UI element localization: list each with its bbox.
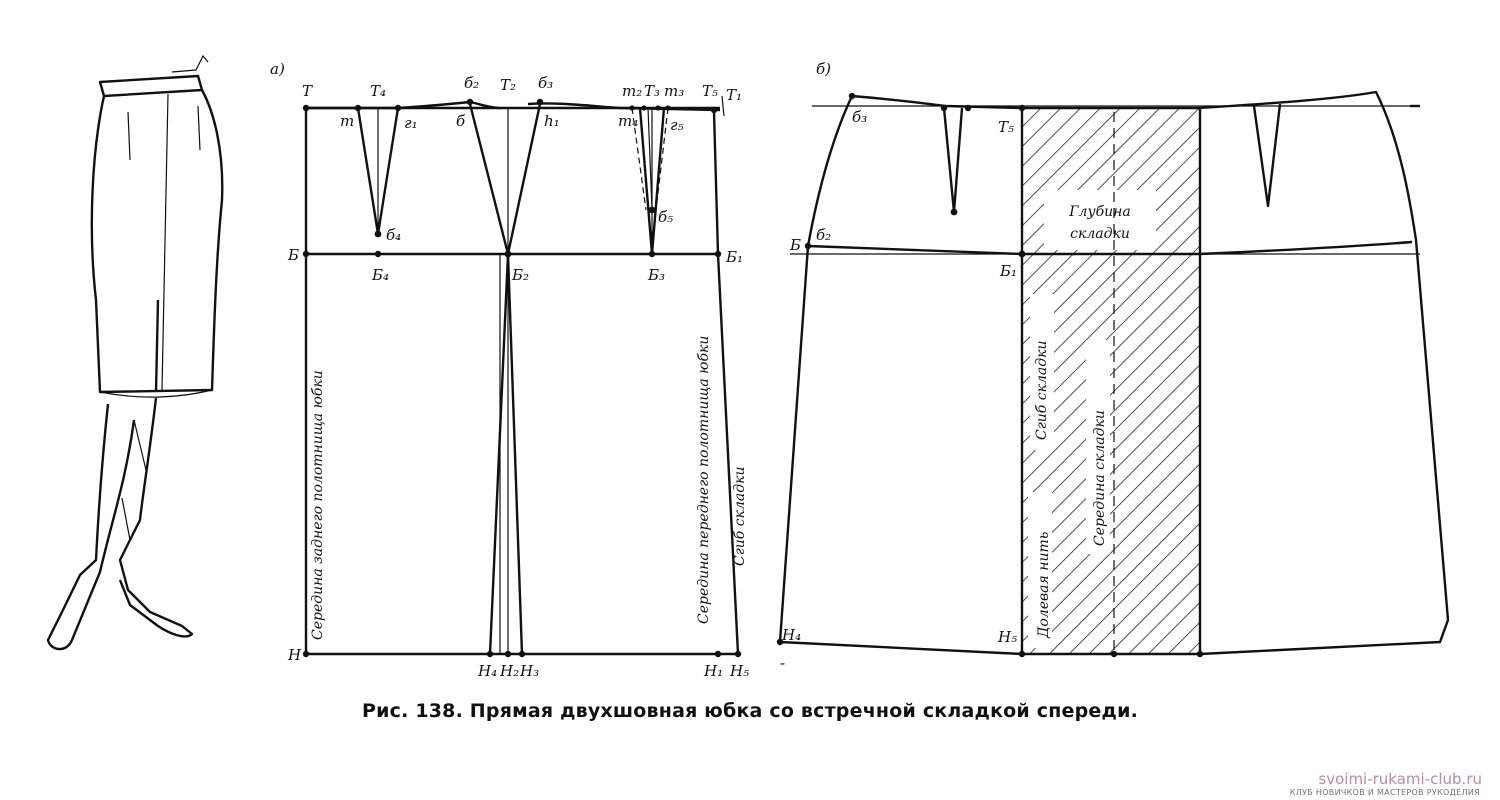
point-label: Н₅ — [729, 662, 749, 680]
svg-text:-: - — [780, 654, 785, 672]
point-label: т₃ — [664, 82, 684, 100]
pleat-depth-box — [1044, 190, 1156, 250]
point-label: h₁ — [544, 112, 560, 130]
fold-text-b: Сгиб складки — [1034, 340, 1050, 440]
front-middle-text: Середина переднего полотнища юбки — [696, 336, 712, 624]
point-label: Т₅ — [702, 82, 718, 100]
point-label: Т₁ — [726, 86, 742, 104]
point-label: т₂ — [622, 82, 642, 100]
panel-b-label: б) — [816, 60, 831, 78]
panel-a: а) — [270, 60, 749, 680]
back-middle-text: Середина заднего полотнища юбки — [310, 370, 326, 640]
watermark-site: svoimi-rukami-club.ru — [1318, 770, 1482, 788]
point-label: Б₁ — [999, 262, 1017, 280]
point-label: г₁ — [404, 114, 418, 132]
point-label: б₂ — [464, 74, 479, 92]
point-label: б₄ — [386, 226, 401, 244]
fold-text-a: Сгиб складки — [732, 466, 748, 566]
point-label: Н₄ — [477, 662, 497, 680]
point-label: Б₁ — [725, 248, 743, 266]
watermark-subtitle: КЛУБ НОВИЧКОВ И МАСТЕРОВ РУКОДЕЛИЯ — [1289, 788, 1480, 797]
grain-text: Долевая нить — [1036, 532, 1052, 639]
point-label: Б — [789, 236, 801, 254]
point-label: б₂ — [816, 226, 831, 244]
point-label: Н₄ — [781, 626, 801, 644]
point-label: б₃ — [852, 108, 867, 126]
point-label: г₅ — [670, 116, 684, 134]
point-label: Н — [287, 646, 302, 664]
point-label: Б₂ — [511, 266, 529, 284]
point-label: Б₄ — [371, 266, 389, 284]
point-label: т₄ — [618, 112, 638, 130]
point-label: б₃ — [538, 74, 553, 92]
point-label: складки — [1070, 226, 1130, 242]
point-label: Т₅ — [998, 118, 1014, 136]
point-label: Б₃ — [647, 266, 665, 284]
point-label: Т₃ — [644, 82, 660, 100]
point-label: Т₄ — [370, 82, 386, 100]
point-label: б₅ — [658, 208, 673, 226]
point-label: б — [456, 112, 466, 130]
pleat-middle-text: Середина складки — [1092, 410, 1108, 546]
point-label: Б — [287, 246, 299, 264]
figure-caption: Рис. 138. Прямая двухшовная юбка со встр… — [361, 700, 1138, 722]
point-label: Н₁ — [703, 662, 723, 680]
panel-b: б) Глубина складки б₃ Т₅ — [776, 60, 1450, 672]
panel-a-label: а) — [270, 60, 285, 78]
skirt-sketch — [46, 54, 224, 651]
point-label: т — [340, 112, 354, 130]
point-label: Н₂ — [499, 662, 519, 680]
point-label: Глубина — [1068, 204, 1130, 220]
point-label: Н₅ — [997, 628, 1017, 646]
point-label: Н₃ — [519, 662, 539, 680]
point-label: Т — [302, 82, 313, 100]
point-label: Т₂ — [500, 76, 516, 94]
